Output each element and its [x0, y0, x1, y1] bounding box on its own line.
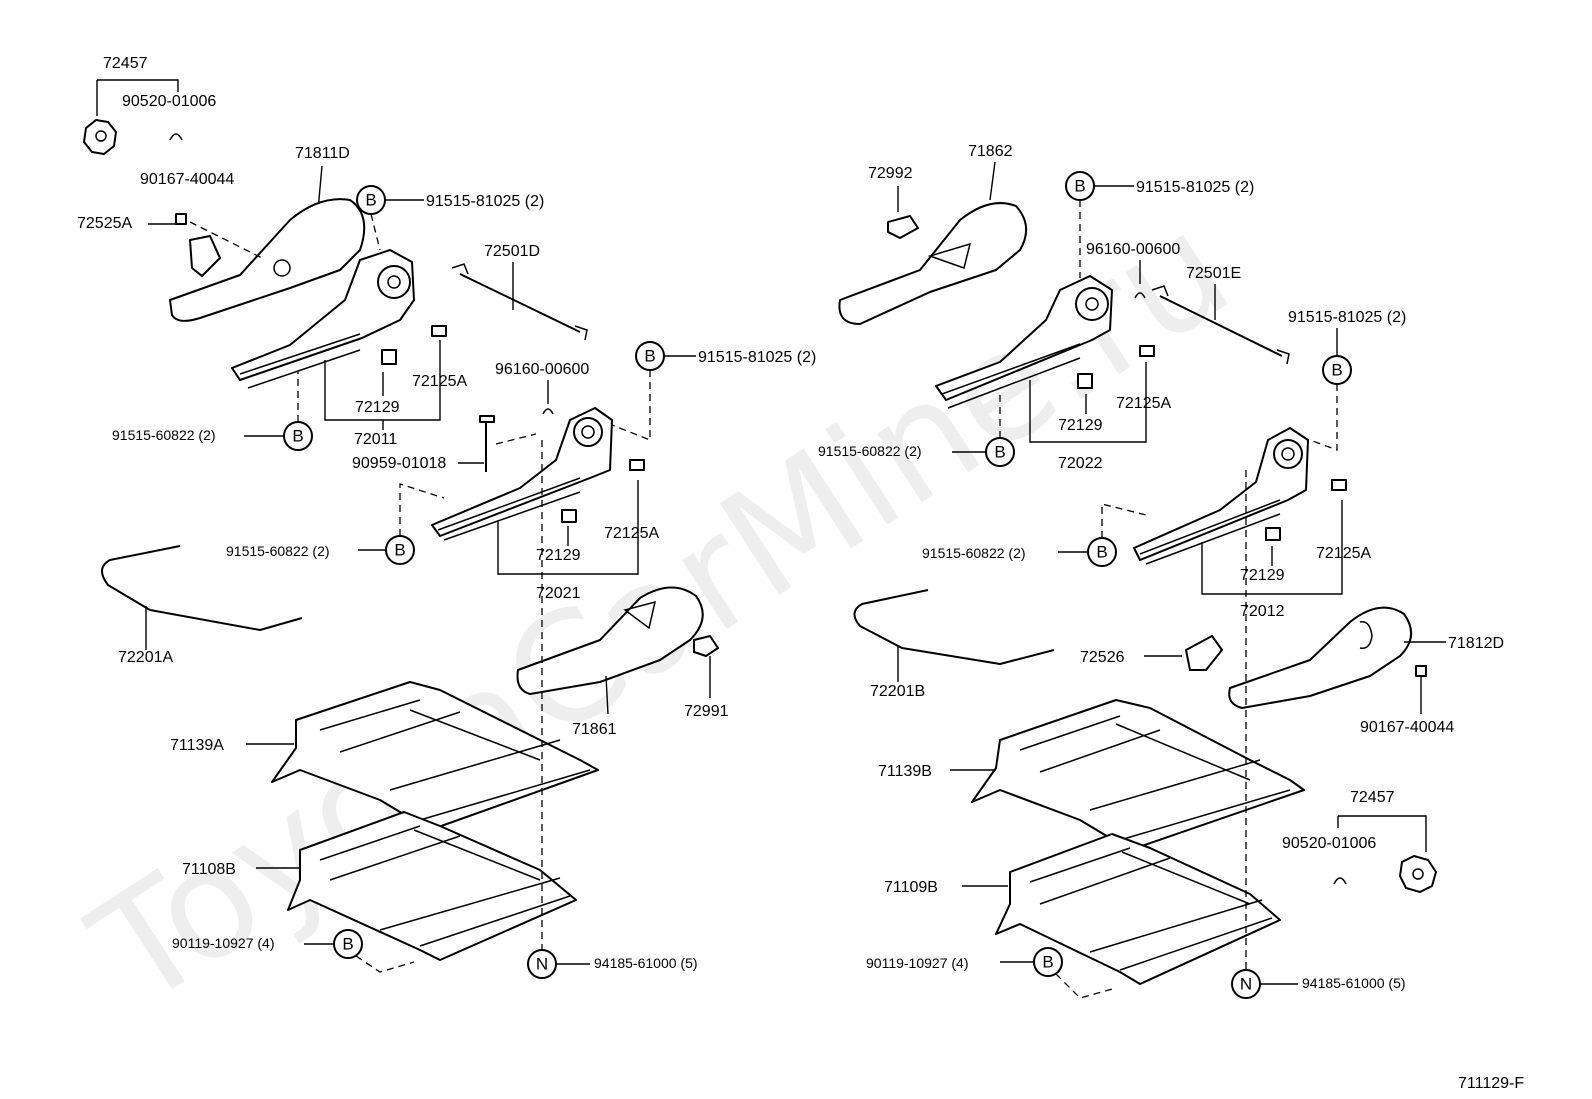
wire-72201A[interactable]: 72201A [101, 545, 303, 666]
label-91515-60822-left-a: 91515-60822 (2) [112, 427, 216, 443]
label-90520-right: 90520-01006 [1282, 835, 1376, 852]
wire-72201B[interactable]: 72201B [853, 589, 1055, 700]
label-94185-right: 94185-61000 (5) [1302, 975, 1406, 991]
pad-72526[interactable]: 72526 [1080, 635, 1223, 671]
label-94185-left: 94185-61000 (5) [594, 955, 698, 971]
label-91515-81025-left-top: 91515-81025 (2) [426, 193, 544, 210]
label-72457-left: 72457 [103, 55, 148, 72]
label-91515-60822-right-a: 91515-60822 (2) [818, 443, 922, 459]
label-91515-60822-left-b: 91515-60822 (2) [226, 543, 330, 559]
adjuster-72022[interactable]: 72125A 72129 72022 [935, 275, 1171, 472]
label-71139B: 71139B [878, 763, 932, 780]
rod-72501E[interactable]: 72501E [1151, 265, 1290, 365]
frame-71139B[interactable]: 71139B [878, 699, 1305, 851]
callout-letter: N [1240, 975, 1252, 994]
label-72022: 72022 [1058, 455, 1103, 472]
cover-71812D[interactable]: 71812D 90167-40044 [1228, 606, 1504, 736]
label-71109B: 71109B [884, 879, 938, 896]
label-72201A: 72201A [118, 649, 173, 666]
label-72992: 72992 [868, 165, 913, 182]
label-91515-81025-right-mid: 91515-81025 (2) [1288, 309, 1406, 326]
label-91515-81025-left-mid: 91515-81025 (2) [698, 349, 816, 366]
label-72991: 72991 [684, 703, 729, 720]
label-96160-left: 96160-00600 [495, 361, 589, 378]
label-72125A-left-b: 72125A [604, 525, 659, 542]
callout-letter: B [342, 935, 353, 954]
label-71862: 71862 [968, 143, 1013, 160]
label-72129-left-b: 72129 [536, 547, 581, 564]
label-72129-right-a: 72129 [1058, 417, 1103, 434]
label-71861: 71861 [572, 721, 617, 738]
label-72457-right: 72457 [1350, 789, 1395, 806]
label-72011: 72011 [354, 431, 397, 448]
callout-B-left-b[interactable]: 91515-60822 (2) B [226, 483, 445, 565]
callout-letter: B [292, 427, 303, 446]
label-72501D: 72501D [484, 243, 540, 260]
label-72012: 72012 [1240, 603, 1285, 620]
label-90959: 90959-01018 [352, 455, 446, 472]
label-72526: 72526 [1080, 649, 1125, 666]
callout-letter: B [365, 191, 376, 210]
label-90167-left: 90167-40044 [140, 171, 234, 188]
label-72125A-right-b: 72125A [1316, 545, 1371, 562]
label-71811D: 71811D [295, 145, 350, 162]
callout-letter: B [644, 347, 655, 366]
frame-71109B[interactable]: 71109B [884, 833, 1281, 985]
label-72125A-right-a: 72125A [1116, 395, 1171, 412]
callout-B-right-mid[interactable]: 91515-81025 (2) B [1288, 309, 1406, 451]
callout-letter: B [1042, 953, 1053, 972]
label-72129-right-b: 72129 [1240, 567, 1285, 584]
callout-letter: B [1096, 543, 1107, 562]
bracket-72992[interactable]: 72992 [868, 165, 919, 239]
right-assembly: 72992 71862 B 91515-81025 (2) 96160-0060… [818, 143, 1504, 999]
label-90119-left: 90119-10927 (4) [172, 935, 274, 951]
label-71108B: 71108B [182, 861, 236, 878]
cover-71862[interactable]: 71862 [838, 143, 1027, 325]
callout-B-left-bottom[interactable]: 90119-10927 (4) B [172, 929, 415, 973]
cover-71861[interactable]: 71861 72991 [516, 586, 729, 738]
label-72525A: 72525A [77, 215, 132, 232]
callout-B-right-bottom[interactable]: 90119-10927 (4) B [866, 947, 1117, 999]
label-96160-right: 96160-00600 [1086, 241, 1180, 258]
callout-N-left[interactable]: N 94185-61000 (5) [527, 949, 698, 979]
callout-letter: B [1074, 177, 1085, 196]
left-assembly: 72457 90520-01006 71811D 90167-40044 725… [77, 55, 816, 979]
label-72201B: 72201B [870, 683, 925, 700]
callout-B-left-top[interactable]: B 91515-81025 (2) [356, 185, 544, 251]
knob-72457-left[interactable]: 72457 90520-01006 [83, 55, 216, 155]
label-72129-left-a: 72129 [355, 399, 400, 416]
callout-B-left-a[interactable]: 91515-60822 (2) B [112, 372, 313, 451]
label-90520-left: 90520-01006 [122, 93, 216, 110]
callout-B-right-b[interactable]: 91515-60822 (2) B [922, 503, 1151, 567]
callout-letter: B [994, 443, 1005, 462]
label-90119-right: 90119-10927 (4) [866, 955, 968, 971]
label-71139A: 71139A [170, 737, 224, 754]
frame-71139A[interactable]: 71139A [170, 681, 599, 831]
diagram-code: 711129-F [1458, 1075, 1524, 1092]
frame-71108B[interactable]: 71108B [182, 811, 577, 961]
adjuster-72021[interactable]: 90959-01018 72125A 72129 72021 [352, 407, 659, 602]
callout-B-right-a[interactable]: 91515-60822 (2) B [818, 392, 1015, 467]
callout-B-left-mid[interactable]: 96160-00600 B 91515-81025 (2) [495, 341, 816, 441]
adjuster-72011[interactable]: 72125A 72129 72011 [231, 249, 467, 448]
cover-71811D[interactable]: 71811D 90167-40044 72525A [77, 145, 366, 322]
label-90167-right: 90167-40044 [1360, 719, 1454, 736]
label-91515-81025-right-top: 91515-81025 (2) [1136, 179, 1254, 196]
callout-B-right-top[interactable]: B 91515-81025 (2) [1065, 171, 1254, 278]
adjuster-72012[interactable]: 72125A 72129 72012 [1133, 427, 1371, 620]
callout-letter: B [1331, 361, 1342, 380]
callout-N-right[interactable]: N 94185-61000 (5) [1231, 969, 1406, 999]
clip-96160-right[interactable]: 96160-00600 [1086, 241, 1180, 299]
label-91515-60822-right-b: 91515-60822 (2) [922, 545, 1026, 561]
callout-letter: B [394, 541, 405, 560]
label-72501E: 72501E [1186, 265, 1241, 282]
knob-72457-right[interactable]: 72457 90520-01006 [1282, 789, 1437, 893]
label-71812D: 71812D [1448, 635, 1504, 652]
callout-letter: N [536, 955, 548, 974]
label-72021: 72021 [536, 585, 581, 602]
rod-72501D[interactable]: 72501D [451, 243, 588, 341]
